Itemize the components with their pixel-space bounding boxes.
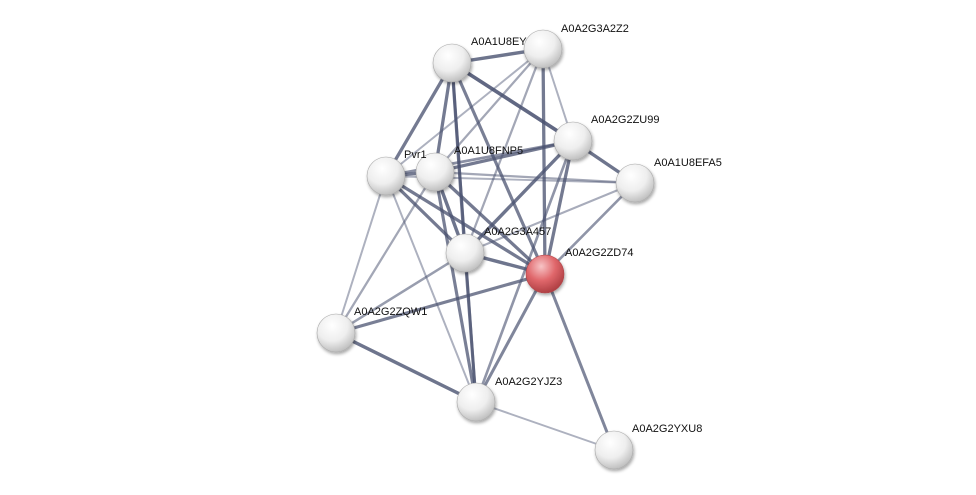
edge-pvr1-a0a2g2zd74 [384,174,547,276]
node-a0a2g2zqw1[interactable] [316,313,356,353]
edge-a0a2g3a2z2-a0a2g2zd74 [541,47,547,276]
edge-pvr1-a0a2g2zqw1 [335,175,387,334]
edge-a0a1u8eys-pvr1 [384,61,454,178]
edge-a0a1u8efa5-a0a2g3a457 [463,181,637,255]
node-label-a0a1u8efa5: A0A1U8EFA5 [654,157,722,169]
edge-a0a1u8fnp5-a0a2g2zd74 [433,170,547,276]
edge-a0a2g2zu99-a0a1u8fnp5 [433,139,575,174]
node-a0a1u8efa5[interactable] [615,163,655,203]
edge-a0a2g2zqw1-a0a2g2yjz3 [334,331,478,404]
node-a0a2g3a2z2[interactable] [523,29,563,69]
node-label-a0a2g2zqw1: A0A2G2ZQW1 [354,306,427,318]
node-label-a0a1u8fnp5: A0A1U8FNP5 [454,145,523,157]
edge-a0a2g3a2z2-a0a2g3a457 [463,47,545,255]
edge-a0a2g3a2z2-a0a1u8fnp5 [433,47,545,174]
edge-a0a2g2zd74-a0a2g2yxu8 [543,272,616,452]
node-label-a0a2g2zu99: A0A2G2ZU99 [591,114,659,126]
edge-pvr1-a0a2g2yjz3 [385,175,477,403]
edge-a0a2g2zu99-a0a2g2yjz3 [474,139,575,404]
edge-a0a2g3a457-a0a2g2yjz3 [463,251,478,404]
node-label-a0a2g3a2z2: A0A2G3A2Z2 [561,23,629,35]
edge-a0a2g2yjz3-a0a2g2yxu8 [475,401,615,451]
node-label-a0a2g2yjz3: A0A2G2YJZ3 [495,376,562,388]
node-a0a2g2yjz3[interactable] [456,382,496,422]
edge-a0a2g2zd74-a0a2g2zqw1 [334,272,547,335]
edge-a0a2g2zu99-a0a2g2zd74 [543,139,575,276]
interaction-edges [334,47,637,452]
node-a0a2g2zd74[interactable] [525,254,565,294]
node-pvr1[interactable] [366,156,406,196]
node-a0a2g3a457[interactable] [445,233,485,273]
protein-nodes [316,29,655,470]
edge-a0a1u8eys-a0a2g2zu99 [450,61,575,143]
node-label-a0a2g3a457: A0A2G3A457 [484,226,551,238]
node-label-a0a1u8eys: A0A1U8EY [471,36,527,48]
edge-a0a1u8fnp5-a0a2g2zqw1 [334,170,437,335]
node-label-pvr1: Pvr1 [404,149,427,161]
edge-a0a1u8fnp5-a0a1u8efa5 [433,170,637,185]
edge-a0a2g3a2z2-pvr1 [385,48,544,177]
node-a0a1u8fnp5[interactable] [415,152,455,192]
node-label-a0a2g2zd74: A0A2G2ZD74 [565,247,633,259]
node-a0a1u8eys[interactable] [432,43,472,83]
node-a0a2g2yxu8[interactable] [594,430,634,470]
node-label-a0a2g2yxu8: A0A2G2YXU8 [632,423,702,435]
node-a0a2g2zu99[interactable] [553,121,593,161]
edge-a0a1u8efa5-a0a2g2zd74 [543,181,637,276]
edge-a0a2g3a457-a0a2g2zqw1 [334,251,467,335]
edge-a0a2g2zd74-a0a2g2yjz3 [474,272,547,404]
edge-a0a1u8fnp5-a0a2g2yjz3 [433,170,478,404]
